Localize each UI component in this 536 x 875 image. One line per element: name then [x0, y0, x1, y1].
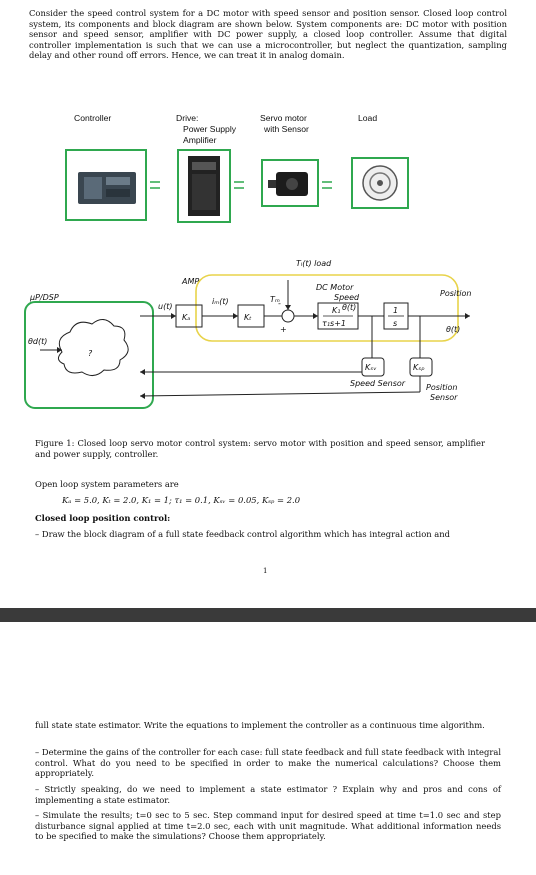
- speed-sensor-label: Speed Sensor: [350, 379, 406, 388]
- parameters-line: Kₐ = 5.0, Kₜ = 2.0, K₁ = 1; τ₁ = 0.1, Kₛ…: [62, 495, 301, 505]
- controller-image: [65, 149, 147, 221]
- open-loop-heading: Open loop system parameters are: [35, 479, 179, 489]
- page-separator: [0, 608, 536, 622]
- theta-desired-label: θd(t): [28, 337, 47, 346]
- ksv-label: Kₛᵥ: [365, 363, 377, 372]
- drive-label: Drive:: [176, 113, 198, 123]
- integrator-numerator: 1: [393, 306, 398, 315]
- closed-loop-heading: Closed loop position control:: [35, 513, 171, 523]
- load-torque-label: Tₗ(t) load: [296, 259, 332, 268]
- task-item-2: – Determine the gains of the controller …: [35, 747, 501, 779]
- position-sensor-label-2: Sensor: [430, 393, 458, 402]
- dc-motor-label: DC Motor: [316, 283, 354, 292]
- theta-output-label: θ(t): [446, 325, 460, 334]
- integrator-denominator: s: [393, 319, 397, 328]
- controller-label: Controller: [74, 113, 111, 123]
- task-item-4: – Simulate the results; t=0 sec to 5 sec…: [35, 810, 501, 842]
- theta-dot-label: θ̇(t): [342, 302, 356, 312]
- figure-caption: Figure 1: Closed loop servo motor contro…: [35, 438, 485, 459]
- ka-label: Kₐ: [182, 313, 190, 322]
- kt-label: Kₜ: [244, 313, 252, 322]
- plus-sign: +: [280, 325, 287, 334]
- position-sensor-label-1: Position: [426, 383, 457, 392]
- drive-label-2: Power Supply: [183, 124, 237, 134]
- system-diagram: Controller Drive: Power Supply Amplifier…: [24, 113, 471, 409]
- control-signal-label: u(t): [158, 302, 172, 311]
- amp-label: AMP: [181, 277, 199, 286]
- speed-label: Speed: [334, 293, 360, 302]
- servo-label: Servo motor: [260, 113, 307, 123]
- task-continuation: full state state estimator. Write the eq…: [35, 720, 485, 730]
- ksp-label: Kₛₚ: [413, 363, 425, 372]
- servo-motor-image: [261, 159, 319, 207]
- position-label: Position: [440, 289, 471, 298]
- unknown-controller-mark: ?: [88, 349, 93, 358]
- k1-numerator: K₁: [332, 306, 340, 315]
- load-image: [351, 157, 409, 209]
- current-label: iₘ(t): [212, 297, 229, 306]
- load-label: Load: [358, 113, 377, 123]
- drive-label-3: Amplifier: [183, 135, 217, 145]
- intro-paragraph: Consider the speed control system for a …: [29, 8, 507, 61]
- image-connectors: [150, 181, 332, 189]
- block-diagram: Tₗ(t) load DC Motor Speed θ̇(t) Position…: [24, 259, 471, 409]
- drive-image: [177, 149, 231, 223]
- tm-label: Tₘ: [270, 295, 280, 304]
- k1-denominator: τ₁s+1: [322, 319, 346, 328]
- servo-label-2: with Sensor: [263, 124, 309, 134]
- minus-sign: -: [278, 299, 281, 308]
- page-two: full state state estimator. Write the eq…: [0, 622, 536, 875]
- microprocessor-label: μP/DSP: [29, 293, 59, 302]
- task-item-3: – Strictly speaking, do we need to imple…: [35, 784, 501, 805]
- page-one: Consider the speed control system for a …: [24, 8, 507, 575]
- page-number: 1: [263, 567, 268, 575]
- task-item-1: – Draw the block diagram of a full state…: [35, 529, 451, 539]
